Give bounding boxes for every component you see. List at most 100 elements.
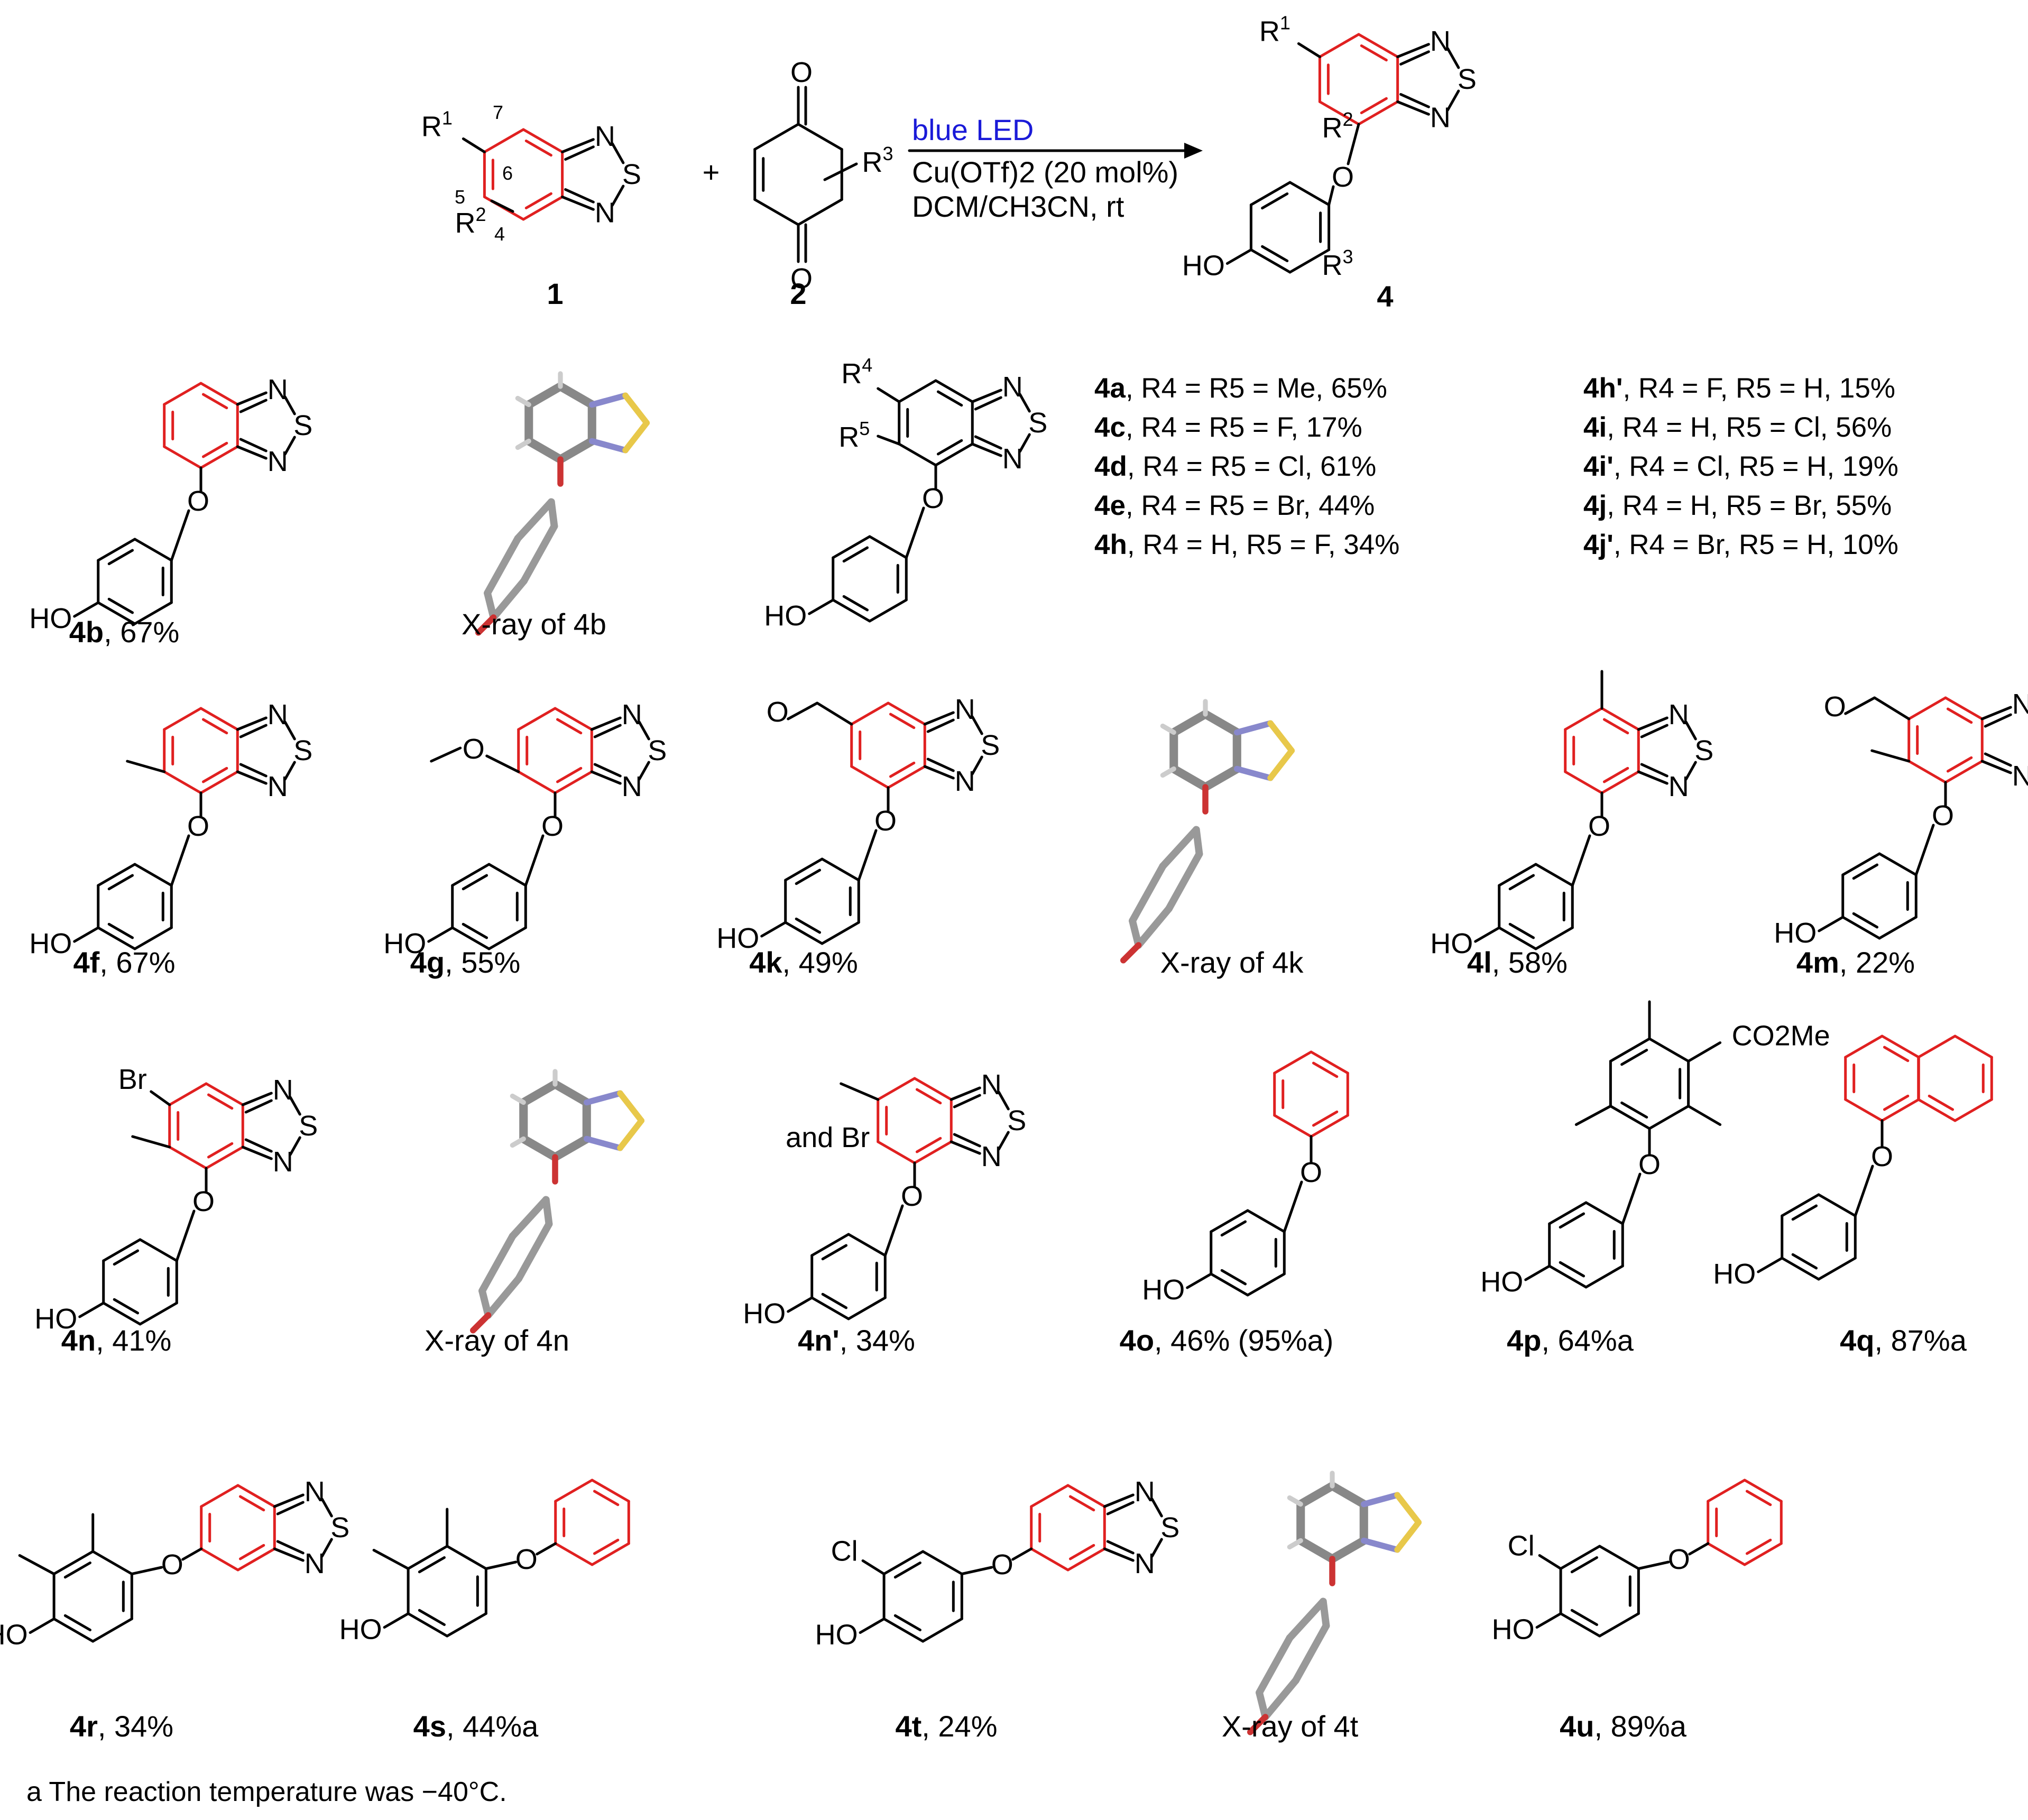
bond-n-s <box>289 1096 301 1116</box>
footnote-text: a The reaction temperature was −40°C. <box>26 1777 507 1807</box>
ring-bond <box>554 1479 594 1503</box>
ring-double-bond <box>1508 874 1535 891</box>
ring-bond <box>1878 852 1918 876</box>
ring-bond <box>1584 1264 1624 1289</box>
compound-id: 4u <box>1560 1710 1594 1743</box>
bond-c-n-double <box>276 1540 305 1555</box>
nitrogen-atom: N <box>622 699 642 731</box>
bond-c-o <box>181 1547 203 1561</box>
sulfur-atom: S <box>1694 735 1713 766</box>
ring-double-bond <box>1883 1046 1910 1063</box>
xray-bond <box>584 1090 623 1106</box>
bond-c-o <box>524 834 545 887</box>
bond-c-n <box>1980 760 2012 774</box>
ring-bond <box>199 445 239 469</box>
phenyl-ring <box>554 1479 630 1566</box>
compound-label-4m: 4m, 22% <box>1796 946 1915 979</box>
ring-bond <box>163 445 202 469</box>
xray-bond <box>589 392 629 408</box>
ring-bond <box>1817 1257 1857 1281</box>
oxygen-atom: O <box>541 810 564 842</box>
bond-c-oh <box>1757 1257 1784 1273</box>
footnote: a The reaction temperature was −40°C. <box>26 1776 507 1808</box>
aryl-ring <box>200 1484 276 1572</box>
hydroxyl-label: HO <box>1142 1274 1185 1306</box>
ring-bond <box>1030 1547 1070 1572</box>
table-row-4j': 4j', R4 = Br, R5 = H, 10% <box>1583 529 1898 560</box>
table-row-4h: 4h, R4 = H, R5 = F, 34% <box>1094 529 1399 560</box>
table-row-4h': 4h', R4 = F, R5 = H, 15% <box>1583 373 1895 404</box>
xray-bond-h <box>515 395 531 408</box>
nitrogen-atom: N <box>622 771 642 802</box>
aryl-ring <box>517 707 593 794</box>
ring-double-bond <box>1928 1094 1955 1111</box>
ring-bond <box>1917 1098 1957 1122</box>
ring-bond <box>1357 33 1399 58</box>
xray-bond <box>1256 1689 1269 1721</box>
hydroxyl-label: HO <box>29 603 72 634</box>
xray-bond <box>515 1220 553 1282</box>
ring-double-bond <box>1220 1220 1247 1237</box>
bond-c-oh <box>1225 248 1252 265</box>
ring-bond <box>1564 770 1603 794</box>
xray-bond-h <box>1160 766 1176 778</box>
ring-double-bond <box>1570 1609 1598 1626</box>
ring-bond <box>1498 863 1537 887</box>
ring-bond <box>847 1233 887 1257</box>
bond-c-o <box>484 1560 518 1570</box>
bond-n-s <box>1684 761 1697 781</box>
bond-r3 <box>823 162 858 181</box>
xray-bond <box>1234 765 1274 781</box>
ring-bond <box>168 1145 208 1170</box>
ring-bond <box>487 926 527 950</box>
xray-bond <box>1120 942 1142 964</box>
bond-methyl <box>372 1549 410 1570</box>
ring-bond <box>1288 181 1331 206</box>
bond-c-n-double <box>1399 50 1430 66</box>
ring-bond <box>898 442 937 467</box>
bond-c-br <box>150 1090 171 1106</box>
ring-double-bond <box>107 549 134 566</box>
bond-c-cho <box>1873 696 1911 720</box>
bond-c-oh <box>73 601 100 618</box>
ring-bond <box>934 442 974 467</box>
nitrogen-atom: N <box>2012 760 2028 792</box>
bond-c-n-double <box>244 1099 273 1114</box>
bond-c-n <box>273 1493 305 1508</box>
ring-double-bond <box>201 393 228 410</box>
bond-c-o <box>1914 824 1935 876</box>
ring-double-bond <box>842 595 869 612</box>
bond-methyl <box>126 760 166 773</box>
ester-label: CO2Me <box>1732 1020 1830 1052</box>
ring-bond <box>91 1618 133 1643</box>
ring-double-bond <box>1360 97 1388 114</box>
ring-double-bond <box>1559 1261 1585 1278</box>
bond-c-o <box>1011 1547 1033 1561</box>
bond-c-n <box>1637 770 1669 785</box>
phenol-ring <box>97 863 173 950</box>
ring-bond <box>199 770 239 794</box>
chlorine-atom: Cl <box>831 1536 858 1567</box>
bond-c-n-double <box>239 399 268 413</box>
bond-c-n <box>1637 716 1669 731</box>
hydroxyl-label: HO <box>1492 1614 1535 1646</box>
compound-id: 4k <box>749 946 782 979</box>
bond-n-s <box>1684 720 1697 741</box>
table-row-4i': 4i', R4 = Cl, R5 = H, 19% <box>1583 451 1898 482</box>
and-br-label: and Br <box>786 1122 870 1153</box>
oxygen-atom: O <box>991 1549 1013 1581</box>
ring-double-bond <box>1261 245 1289 262</box>
ring-double-bond <box>889 713 916 729</box>
bond-c-o <box>1347 123 1360 165</box>
bond-c-o <box>175 1209 196 1262</box>
ring-bond <box>850 765 890 789</box>
ring-bond <box>1907 760 1947 784</box>
reactant-1-ring <box>483 128 564 221</box>
bond-c-n <box>1980 706 2012 720</box>
product-phenol-ring <box>1249 181 1331 274</box>
hydroxyl-label: HO <box>743 1298 786 1329</box>
compound-id: 4l <box>1467 946 1492 979</box>
xray-bond <box>1394 1519 1422 1553</box>
hydroxyl-label: HO <box>1774 917 1817 949</box>
bond-n-s <box>1446 89 1460 112</box>
